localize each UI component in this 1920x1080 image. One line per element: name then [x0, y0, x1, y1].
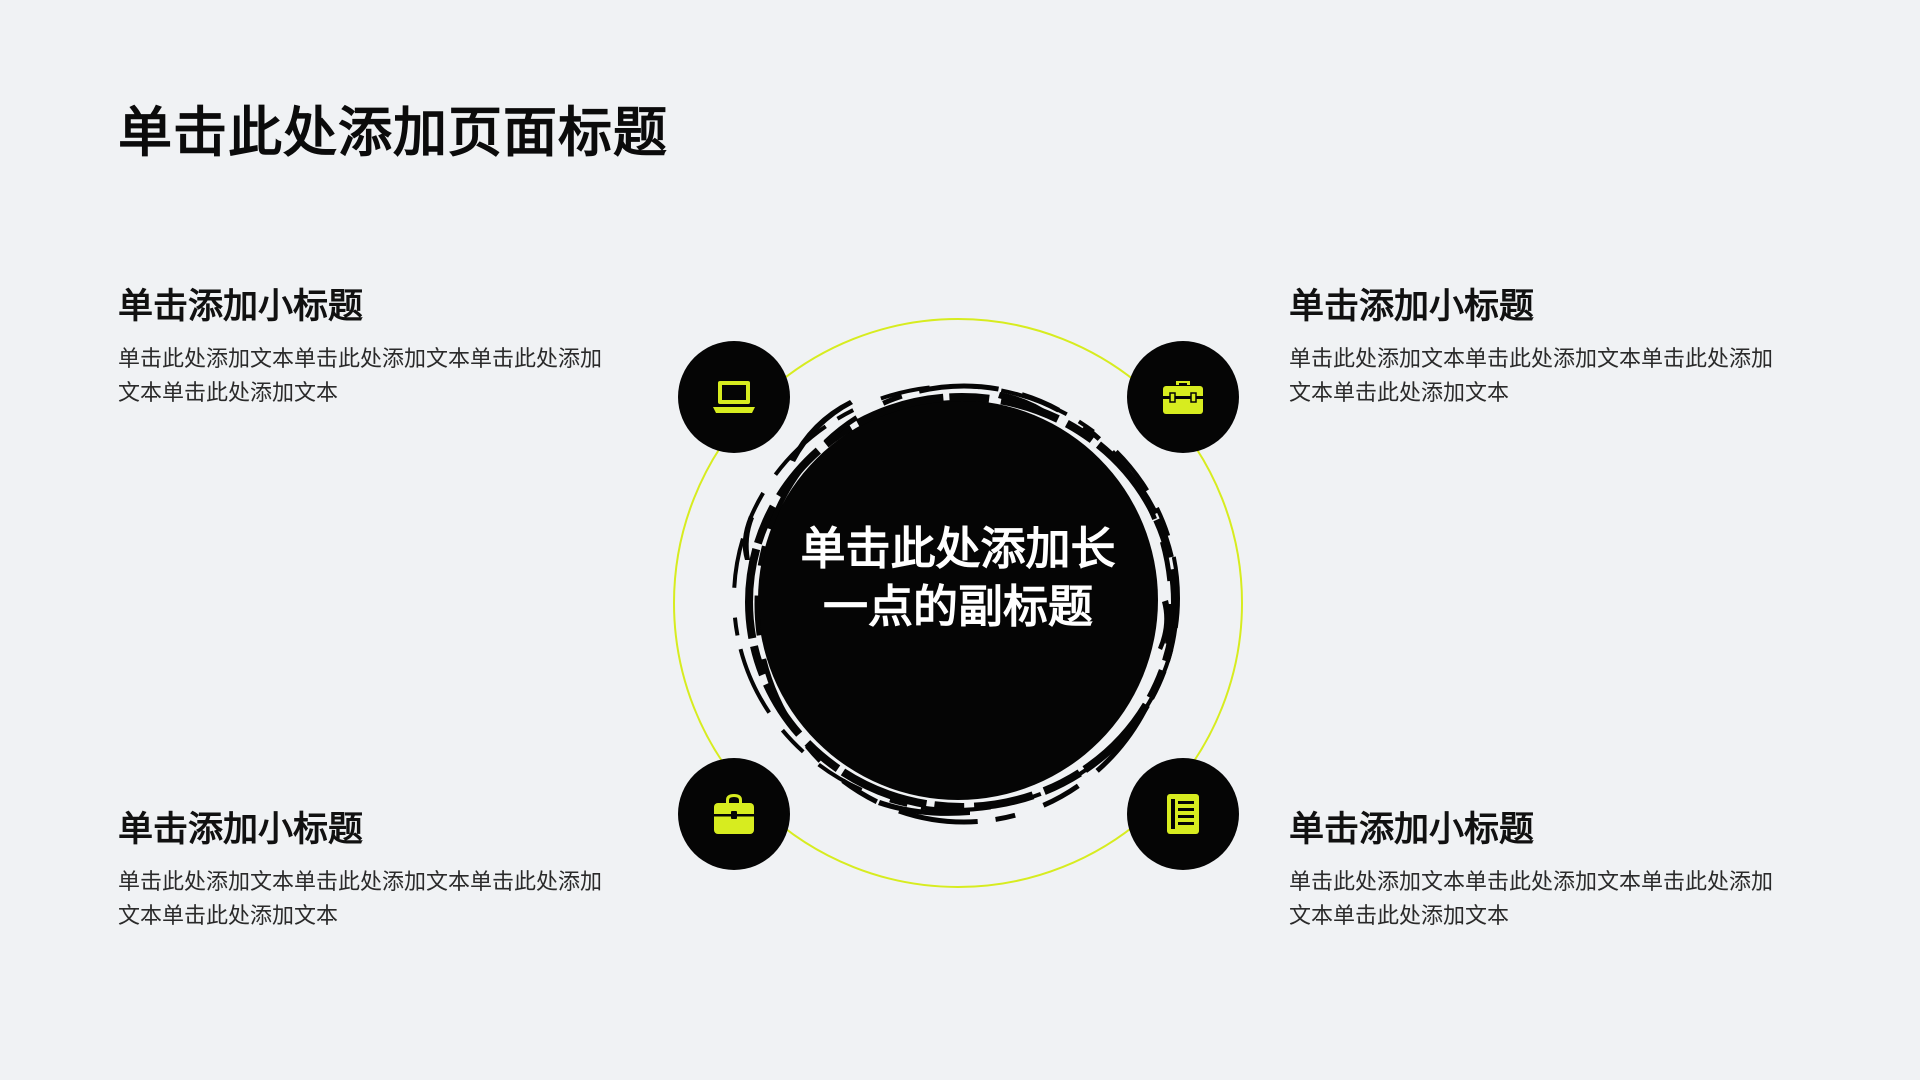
document-icon — [1167, 794, 1199, 834]
subtitle-top-right[interactable]: 单击添加小标题 — [1289, 287, 1535, 327]
text-block-top-right: 单击添加小标题 单击此处添加文本单击此处添加文本单击此处添加文本单击此处添加文本 — [1289, 285, 1789, 411]
subtitle-bottom-left[interactable]: 单击添加小标题 — [118, 810, 364, 850]
center-subtitle[interactable]: 单击此处添加长一点的副标题 — [800, 522, 1116, 633]
briefcase-icon-badge — [1127, 341, 1239, 453]
laptop-icon — [713, 381, 755, 413]
document-icon-badge — [1127, 758, 1239, 870]
body-text-top-left[interactable]: 单击此处添加文本单击此处添加文本单击此处添加文本单击此处添加文本 — [118, 347, 603, 406]
bag-icon-badge — [678, 758, 790, 870]
accent-ring — [673, 318, 1243, 888]
page-title[interactable]: 单击此处添加页面标题 — [118, 101, 668, 164]
body-text-bottom-right[interactable]: 单击此处添加文本单击此处添加文本单击此处添加文本单击此处添加文本 — [1289, 870, 1774, 929]
subtitle-bottom-right[interactable]: 单击添加小标题 — [1289, 810, 1535, 850]
laptop-icon-badge — [678, 341, 790, 453]
text-block-bottom-right: 单击添加小标题 单击此处添加文本单击此处添加文本单击此处添加文本单击此处添加文本 — [1289, 808, 1789, 934]
text-block-bottom-left: 单击添加小标题 单击此处添加文本单击此处添加文本单击此处添加文本单击此处添加文本 — [118, 808, 618, 934]
text-block-top-left: 单击添加小标题 单击此处添加文本单击此处添加文本单击此处添加文本单击此处添加文本 — [118, 285, 618, 411]
briefcase-icon — [1163, 381, 1203, 414]
subtitle-top-left[interactable]: 单击添加小标题 — [118, 287, 364, 327]
body-text-bottom-left[interactable]: 单击此处添加文本单击此处添加文本单击此处添加文本单击此处添加文本 — [118, 870, 603, 929]
body-text-top-right[interactable]: 单击此处添加文本单击此处添加文本单击此处添加文本单击此处添加文本 — [1289, 347, 1774, 406]
bag-icon — [714, 794, 754, 834]
